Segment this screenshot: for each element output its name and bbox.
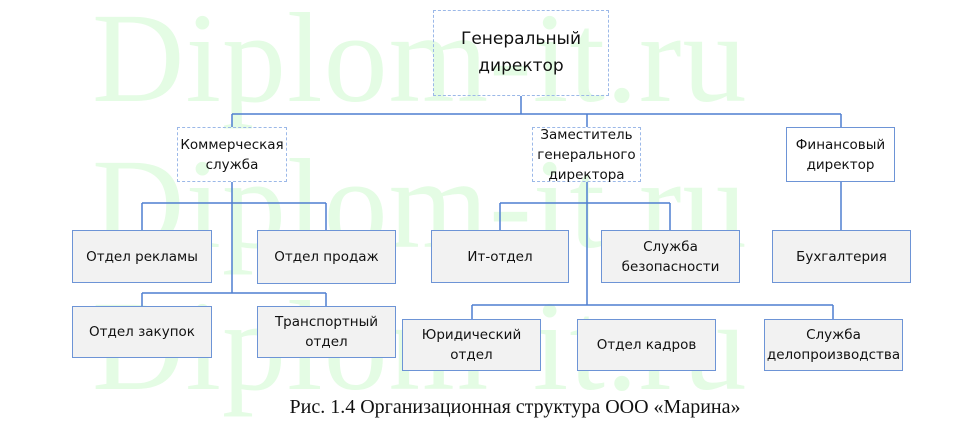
node-legal: Юридический отдел (402, 319, 541, 371)
node-purchasing: Отдел закупок (72, 306, 212, 358)
node-finance-director: Финансовый директор (786, 127, 895, 182)
connector (471, 182, 834, 319)
node-commercial-service: Коммерческая служба (177, 127, 287, 182)
connector (141, 182, 327, 306)
figure-caption: Рис. 1.4 Организационная структура ООО «… (289, 396, 741, 418)
node-general-director: Генеральный директор (433, 10, 609, 96)
node-accounting: Бухгалтерия (772, 230, 911, 283)
node-it: Ит-отдел (431, 230, 569, 283)
watermark: Diplom-it.ru (92, 0, 748, 129)
node-transport: Транспортный отдел (257, 306, 396, 358)
node-deputy-director: Заместитель генерального директора (532, 127, 641, 183)
node-records: Служба делопроизводства (764, 319, 903, 371)
node-hr: Отдел кадров (577, 319, 716, 371)
node-security: Служба безопасности (601, 230, 740, 283)
connector (231, 96, 842, 127)
node-sales: Отдел продаж (257, 230, 396, 284)
node-advertising: Отдел рекламы (72, 230, 212, 283)
